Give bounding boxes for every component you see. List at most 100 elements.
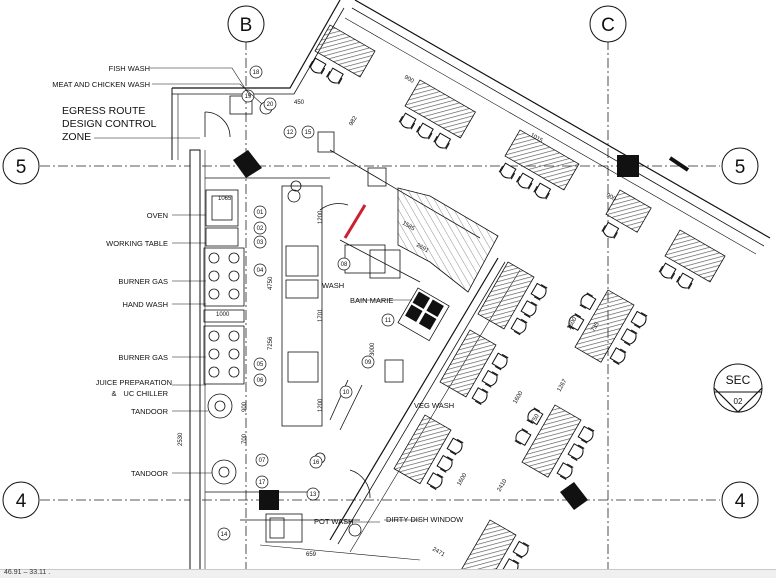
svg-text:10: 10 [343,390,350,396]
svg-text:17: 17 [259,480,266,486]
grid-bubble-4-left: 4 [2,481,40,519]
grid-label-c: C [601,15,615,36]
svg-text:12: 12 [287,130,294,136]
svg-text:06: 06 [257,378,264,384]
dim-450: 450 [294,100,305,106]
section-marker-number: 02 [734,397,743,406]
label-burner-gas-1: BURNER GAS [118,277,168,286]
egress-line-3: ZONE [62,131,91,143]
dim-7256: 7256 [268,336,274,350]
grid-bubble-b: B [227,5,265,43]
dim-900-c: 900 [242,401,248,412]
svg-text:18: 18 [253,70,260,76]
label-wash: WASH [322,281,344,290]
dim-1000: 1000 [216,312,230,318]
grid-label-4-left: 4 [16,491,27,512]
dim-750: 750 [531,413,542,425]
inner-labels: WASH BAIN MARIE VEG WASH POT WASH DIRTY … [314,281,464,526]
egress-note: EGRESS ROUTE DESIGN CONTROL ZONE [62,105,157,143]
label-bain-marie: BAIN MARIE [350,296,393,305]
burner-gas-group-2 [203,325,245,385]
tag-17: 17 [255,475,269,489]
svg-text:16: 16 [313,460,320,466]
tag-18: 18 [249,65,263,79]
grid-label-4-right: 4 [735,491,746,512]
dim-982: 982 [349,115,360,127]
tag-08: 08 [337,257,351,271]
section-marker-label: SEC [726,373,751,387]
tag-02: 02 [253,221,267,235]
svg-text:08: 08 [341,262,348,268]
label-burner-gas-2: BURNER GAS [118,353,168,362]
dim-735: 735 [591,321,602,333]
label-fish-wash: FISH WASH [109,64,150,73]
dim-1200-b: 1200 [318,398,324,412]
svg-text:02: 02 [257,226,264,232]
label-dirty-dish-window: DIRTY DISH WINDOW [386,515,464,524]
tag-20: 20 [263,97,277,111]
label-veg-wash: VEG WASH [414,401,454,410]
svg-text:11: 11 [385,318,392,324]
tag-12: 12 [283,125,297,139]
dim-700: 700 [242,433,248,444]
dim-1267: 1267 [557,378,569,393]
tag-05: 05 [253,357,267,371]
dim-4750: 4750 [268,276,274,290]
svg-text:04: 04 [257,268,264,274]
status-coordinates: 46.91 – 33.11 . [4,569,51,576]
svg-text:19: 19 [245,94,252,100]
tag-06: 06 [253,373,267,387]
dim-2530: 2530 [178,432,184,446]
svg-text:03: 03 [257,240,264,246]
grid-label-5-left: 5 [16,157,27,178]
svg-text:07: 07 [259,458,266,464]
label-juice-preparation: JUICE PREPARATION [96,378,172,387]
svg-text:09: 09 [365,360,372,366]
tag-13: 13 [306,487,320,501]
dim-1600-b: 1600 [513,390,525,405]
tag-19: 19 [241,89,255,103]
dim-1200-a: 1200 [318,210,324,224]
label-working-table: WORKING TABLE [106,239,168,248]
tag-04: 04 [253,263,267,277]
egress-line-2: DESIGN CONTROL [62,118,157,130]
tag-03: 03 [253,235,267,249]
section-marker: SEC 02 [713,363,763,413]
label-meat-chicken-wash: MEAT AND CHICKEN WASH [52,80,150,89]
dim-1600-c: 1600 [457,472,469,487]
label-hand-wash: HAND WASH [122,300,168,309]
exterior-walls [171,0,771,578]
equipment-tags: 18 19 20 12 15 16 01 02 03 04 05 06 07 0… [217,65,395,541]
grid-bubble-5-left: 5 [2,147,40,185]
tag-07: 07 [255,453,269,467]
tag-16: 16 [309,455,323,469]
dim-2471: 2471 [431,547,446,559]
svg-text:13: 13 [310,492,317,498]
dim-1065: 1065 [218,196,232,202]
dim-900-b: 900 [605,193,617,204]
grid-bubble-c: C [589,5,627,43]
tag-11: 11 [381,313,395,327]
tag-01: 01 [253,205,267,219]
label-uc-chiller: UC CHILLER [123,389,168,398]
dim-659: 659 [306,552,317,558]
svg-text:05: 05 [257,362,264,368]
dim-2410: 2410 [497,478,509,493]
stair-hatch [343,187,499,293]
structural-columns [233,150,690,510]
svg-text:15: 15 [305,130,312,136]
svg-text:14: 14 [221,532,228,538]
tag-15: 15 [301,125,315,139]
tag-10: 10 [339,385,353,399]
status-bar: 46.91 – 33.11 . [0,569,776,578]
left-labels: FISH WASH MEAT AND CHICKEN WASH OVEN WOR… [52,64,172,478]
tag-09: 09 [361,355,375,369]
label-tandoor-1: TANDOOR [131,407,169,416]
grid-bubble-4-right: 4 [721,481,759,519]
grid-label-5-right: 5 [735,157,746,178]
tag-14: 14 [217,527,231,541]
label-ampersand: & [111,389,116,398]
grid-lines [40,40,720,578]
svg-text:01: 01 [257,210,264,216]
label-tandoor-2: TANDOOR [131,469,169,478]
